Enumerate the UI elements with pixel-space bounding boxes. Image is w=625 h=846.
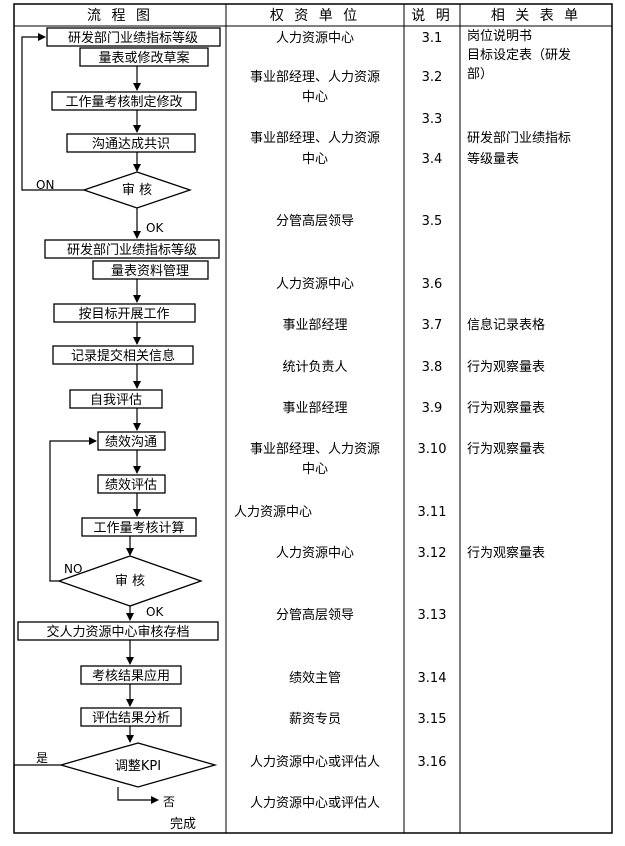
header-flowchart: 流 程 图: [87, 8, 153, 24]
step-label: 工作量考核计算: [93, 521, 184, 536]
unit-text: 人力资源中心: [276, 277, 354, 292]
decision-label: 审 核: [115, 574, 145, 589]
step-label: 工作量考核制定修改: [65, 95, 182, 110]
step-box: [66, 133, 196, 153]
step-box: [97, 474, 166, 494]
step-number: 3.16: [418, 755, 447, 770]
decision-diamond: [58, 742, 218, 788]
unit-text: 分管高层领导: [276, 213, 354, 229]
unit-text: 人力资源中心: [276, 546, 354, 561]
decision-label: 审 核: [122, 183, 152, 198]
step-number: 3.3: [422, 112, 443, 127]
unit-text: 分管高层领导: [276, 607, 354, 623]
branch-label-no: 否: [163, 795, 175, 809]
form-text: 信息记录表格: [467, 317, 545, 333]
step-box: [80, 665, 182, 685]
unit-text: 薪资专员: [289, 712, 341, 727]
unit-text: 中心: [302, 152, 328, 167]
explanation-column: 3.1 3.2 3.3 3.4 3.5 3.6 3.7 3.8 3.9 3.10…: [418, 31, 447, 770]
step-number: 3.6: [422, 277, 443, 292]
branch-label-on: ON: [36, 178, 54, 192]
step-number: 3.8: [422, 360, 443, 375]
step-box: [81, 517, 197, 537]
step-number: 3.5: [422, 214, 443, 229]
unit-text: 事业部经理、人力资源: [250, 70, 380, 85]
unit-text: 事业部经理、人力资源: [250, 442, 380, 457]
unit-text: 绩效主管: [289, 671, 341, 686]
branch-label-yes: 是: [36, 751, 48, 765]
step-box: [97, 431, 166, 451]
form-text: 行为观察量表: [467, 401, 545, 416]
step-number: 3.15: [418, 712, 447, 727]
form-text: 岗位说明书: [467, 29, 532, 44]
step-label: 评估结果分析: [92, 711, 170, 726]
step-label: 记录提交相关信息: [71, 348, 175, 364]
step-number: 3.10: [418, 442, 447, 457]
step-label: 量表或修改草案: [98, 51, 189, 66]
step-number: 3.1: [422, 31, 443, 46]
form-text: 目标设定表（研发: [467, 47, 571, 63]
step-box: [80, 707, 182, 727]
step-number: 3.4: [422, 152, 443, 167]
table-grid: [13, 3, 613, 834]
step-number: 3.9: [422, 401, 443, 416]
branch-label-ok: OK: [146, 221, 164, 235]
unit-text: 事业部经理、人力资源: [250, 131, 380, 146]
step-box: [44, 239, 220, 259]
flow-connectors: [13, 33, 159, 804]
table-header: 流 程 图 权 资 单 位 说 明 相 关 表 单: [87, 8, 581, 24]
step-number: 3.7: [422, 318, 443, 333]
form-text: 行为观察量表: [467, 442, 545, 457]
step-box: [53, 303, 196, 323]
flowchart: [17, 27, 221, 788]
step-label: 绩效评估: [105, 478, 157, 493]
step-box: [92, 260, 209, 280]
step-label: 绩效沟通: [105, 435, 157, 450]
unit-text: 人力资源中心或评估人: [250, 796, 380, 811]
authority-column: 人力资源中心 事业部经理、人力资源 中心 事业部经理、人力资源 中心 分管高层领…: [234, 31, 380, 811]
step-box: [79, 47, 209, 67]
forms-column: 岗位说明书 目标设定表（研发 部） 研发部门业绩指标 等级量表 信息记录表格 行…: [467, 29, 571, 561]
header-forms: 相 关 表 单: [491, 8, 581, 24]
step-label: 按目标开展工作: [78, 307, 169, 322]
step-label: 自我评估: [90, 393, 142, 408]
step-number: 3.12: [418, 546, 447, 561]
step-label: 研发部门业绩指标等级: [68, 30, 198, 46]
form-text: 研发部门业绩指标: [467, 130, 571, 146]
flowchart-labels: 研发部门业绩指标等级 量表或修改草案 工作量考核制定修改 沟通达成共识 审 核 …: [36, 30, 198, 832]
unit-text: 中心: [302, 90, 328, 105]
unit-text: 统计负责人: [282, 360, 347, 375]
step-box: [51, 91, 197, 111]
step-number: 3.14: [418, 671, 447, 686]
step-label: 考核结果应用: [92, 668, 170, 684]
step-number: 3.13: [418, 608, 447, 623]
unit-text: 人力资源中心: [234, 505, 312, 520]
unit-text: 人力资源中心: [276, 31, 354, 46]
step-box: [17, 621, 219, 641]
unit-text: 事业部经理: [282, 318, 347, 333]
unit-text: 中心: [302, 462, 328, 477]
form-text: 行为观察量表: [467, 546, 545, 561]
step-box: [69, 389, 163, 409]
step-label: 量表资料管理: [111, 264, 189, 279]
step-number: 3.11: [418, 505, 447, 520]
step-box: [52, 345, 194, 365]
end-label: 完成: [170, 817, 196, 832]
form-text: 部）: [467, 67, 493, 82]
step-number: 3.2: [422, 70, 443, 85]
step-label: 沟通达成共识: [92, 137, 170, 152]
unit-text: 事业部经理: [282, 401, 347, 416]
form-text: 行为观察量表: [467, 360, 545, 375]
branch-label-no: NO: [64, 562, 82, 576]
header-explanation: 说 明: [411, 8, 452, 24]
step-label: 交人力资源中心审核存档: [46, 624, 189, 640]
form-text: 等级量表: [467, 151, 519, 167]
header-authority: 权 资 单 位: [270, 8, 360, 24]
branch-label-ok: OK: [146, 605, 164, 619]
step-label: 研发部门业绩指标等级: [67, 242, 197, 258]
step-box: [46, 27, 221, 47]
unit-text: 人力资源中心或评估人: [250, 755, 380, 770]
decision-label: 调整KPI: [115, 759, 161, 774]
